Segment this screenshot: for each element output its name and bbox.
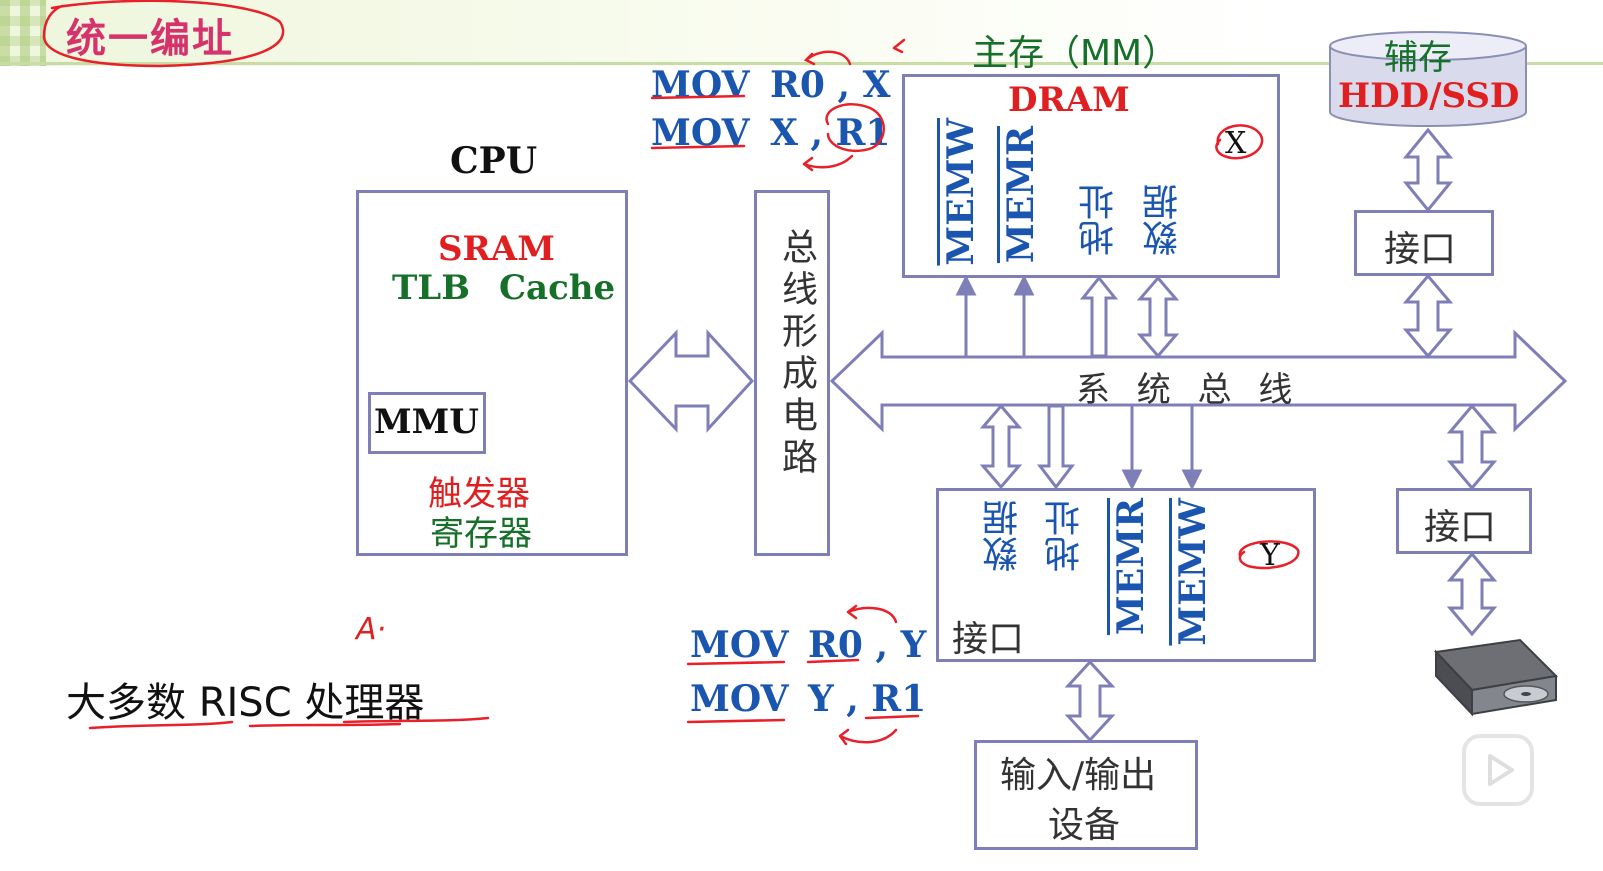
storage-interface-label: 接口 bbox=[1384, 229, 1457, 270]
io-interface-label: 接口 bbox=[952, 619, 1025, 660]
aux-arrow-top bbox=[1402, 127, 1454, 213]
aux-storage-label: 辅存 bbox=[1384, 38, 1452, 78]
mm-memr-signal: MEMR bbox=[1000, 126, 1042, 264]
dram-label: DRAM bbox=[1008, 80, 1130, 120]
io-data-arrow bbox=[979, 403, 1023, 490]
code-bottom-op-1: MOV bbox=[690, 624, 789, 666]
cache-label: Cache bbox=[499, 268, 616, 308]
mm-addr-arrow bbox=[1079, 275, 1119, 358]
title-rule bbox=[0, 62, 1603, 65]
io-device-line2: 设备 bbox=[1048, 805, 1121, 846]
cpu-box bbox=[356, 190, 628, 556]
io-cell-y: Y bbox=[1260, 538, 1280, 573]
io-addr-label: 地址 bbox=[1045, 500, 1086, 572]
disk-interface-arrow-bottom bbox=[1446, 551, 1498, 637]
disk-interface-box bbox=[1396, 488, 1532, 554]
mm-cell-x: X bbox=[1225, 126, 1247, 161]
handwritten-annotation: A· bbox=[356, 612, 387, 647]
risc-note: 大多数 RISC 处理器 bbox=[66, 680, 425, 726]
aux-arrow-bus bbox=[1402, 273, 1454, 359]
code-top-op-1: MOV bbox=[651, 64, 750, 106]
title-decoration bbox=[0, 0, 46, 66]
code-bottom-args-2: Y , R1 bbox=[808, 678, 927, 720]
register-label: 寄存器 bbox=[430, 514, 532, 554]
system-bus-arrow bbox=[829, 329, 1568, 433]
code-top-op-2: MOV bbox=[651, 112, 750, 154]
io-data-label: 数据 bbox=[983, 500, 1024, 572]
system-bus-label: 系 统 总 线 bbox=[1076, 370, 1301, 410]
code-bottom-op-2: MOV bbox=[690, 678, 789, 720]
io-device-arrow bbox=[1064, 659, 1116, 743]
aux-device-label: HDD/SSD bbox=[1338, 76, 1520, 116]
sram-label: SRAM bbox=[438, 229, 555, 269]
mmu-box bbox=[368, 392, 486, 454]
code-top-args-1: R0 , X bbox=[770, 64, 891, 106]
cpu-bus-arrow bbox=[627, 329, 755, 433]
main-memory-box bbox=[902, 74, 1280, 278]
code-top-args-2: X , R1 bbox=[770, 112, 891, 154]
io-device-box bbox=[974, 740, 1198, 850]
code-bottom-args-1: R0 , Y bbox=[808, 624, 927, 666]
storage-interface-box bbox=[1354, 210, 1494, 276]
io-memr-signal: MEMR bbox=[1110, 498, 1152, 636]
io-memw-signal: MEMW bbox=[1172, 498, 1214, 646]
mm-memw-signal: MEMW bbox=[940, 118, 982, 266]
io-addr-arrow bbox=[1036, 404, 1076, 490]
trigger-label: 触发器 bbox=[428, 474, 530, 514]
mm-addr-label: 地址 bbox=[1079, 184, 1120, 256]
disk-interface-label: 接口 bbox=[1424, 507, 1497, 548]
mmu-label: MMU bbox=[374, 402, 479, 442]
cpu-label: CPU bbox=[450, 140, 538, 182]
mm-data-arrow bbox=[1136, 275, 1180, 359]
tlb-label: TLB bbox=[392, 268, 470, 308]
mm-data-label: 数据 bbox=[1143, 184, 1184, 256]
hdd-cylinder bbox=[1329, 31, 1527, 127]
bus-circuit-label: 总线形成电路 bbox=[776, 228, 817, 480]
disk-interface-arrow-top bbox=[1446, 403, 1498, 491]
main-memory-label: 主存（MM） bbox=[972, 33, 1179, 74]
bus-circuit-box bbox=[754, 190, 830, 556]
play-icon[interactable] bbox=[1462, 734, 1534, 806]
io-interface-box bbox=[936, 488, 1316, 662]
io-device-line1: 输入/输出 bbox=[1000, 755, 1157, 796]
